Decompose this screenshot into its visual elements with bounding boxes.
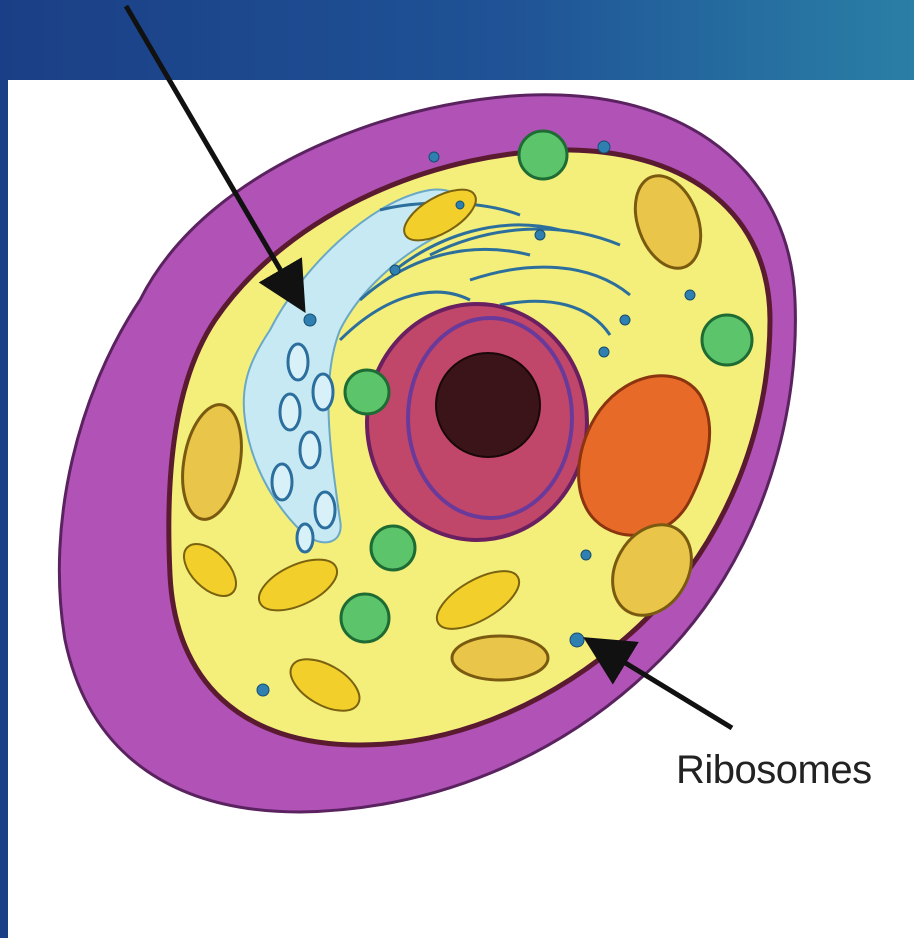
nucleolus [436, 353, 540, 457]
ribosomes-label: Ribosomes [676, 748, 872, 793]
